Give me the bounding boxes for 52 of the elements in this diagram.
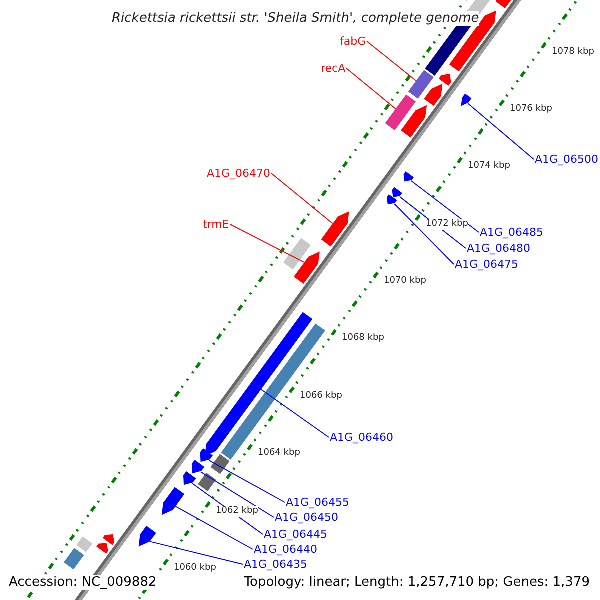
scale-label: 1072 kbp [426,219,468,230]
leader-line [150,541,244,565]
leader-line [346,68,396,110]
gene-label: A1G_06470 [207,168,271,179]
gene-bar [408,70,434,99]
scale-label: 1074 kbp [468,161,510,172]
gene-label: A1G_06450 [275,512,339,523]
gene-label: A1G_06500 [535,154,599,165]
scale-label: 1068 kbp [342,333,384,344]
gene-feature [184,472,196,486]
gene-label: A1G_06455 [286,497,350,508]
genome-stats-text: Topology: linear; Length: 1,257,710 bp; Genes: 1,379 [244,575,590,590]
scale-label: 1078 kbp [552,47,594,58]
gene-label: A1G_06445 [264,529,328,540]
gene-label: fabG [340,36,366,47]
leader-line [410,180,480,233]
scale-label: 1064 kbp [258,448,300,459]
gene-label: trmE [203,219,230,230]
leader-line [468,103,534,160]
scale-label: 1066 kbp [300,391,342,402]
leader-line [208,460,286,503]
gene-label: A1G_06485 [480,227,544,238]
gene-feature [321,212,350,247]
gene-label: A1G_06435 [244,559,308,570]
gene-label: recA [321,63,346,74]
gene-bar [385,94,416,130]
gene-feature [404,172,414,182]
scale-label: 1062 kbp [216,506,258,517]
gene-label: A1G_06480 [467,243,531,254]
leader-line [271,173,334,224]
scale-label: 1070 kbp [384,276,426,287]
accession-text: Accession: NC_009882 [9,575,157,590]
gene-feature [200,448,213,462]
gene-feature [387,194,398,205]
gene-label: A1G_06475 [455,259,519,270]
gene-feature [294,252,320,284]
leader-line [394,204,454,265]
leader-line [260,389,330,438]
gene-feature [192,460,205,474]
gene-feature [392,187,402,198]
map-title: Rickettsia rickettsii str. 'Sheila Smith', complete genome [112,11,480,26]
scale-label: 1076 kbp [510,104,552,115]
leader-line [175,506,254,550]
leader-line [200,472,274,518]
leader-line [230,224,305,264]
gene-feature [461,94,472,106]
leader-line [366,41,417,82]
gene-feature [162,487,185,516]
gene-label: A1G_06440 [254,544,318,555]
gene-label: A1G_06460 [330,432,394,443]
gene-feature [138,526,156,547]
scale-label: 1060 kbp [174,563,216,574]
